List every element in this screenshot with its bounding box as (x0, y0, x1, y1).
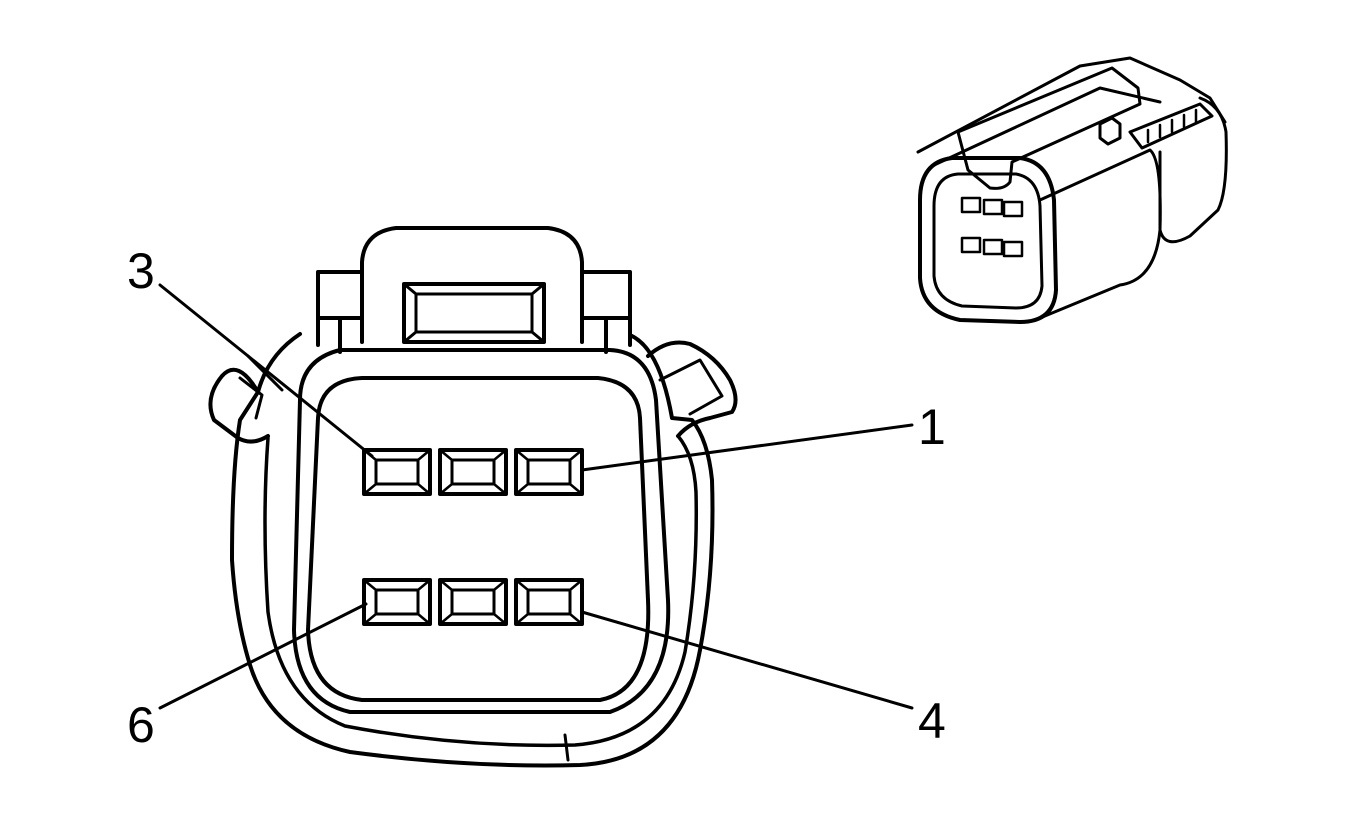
left-guide-post (316, 270, 364, 354)
pin-label-4: 4 (918, 693, 946, 749)
cavity-5 (438, 578, 508, 626)
connector-isometric-view (916, 56, 1228, 324)
leader-line-pin-3 (158, 283, 374, 458)
connector-face-view: 3 1 6 4 (127, 226, 946, 768)
inset-right-side (1158, 96, 1228, 244)
inset-cavity (960, 196, 982, 214)
latch-window-bevel (530, 330, 546, 344)
leader-line-pin-1 (580, 423, 914, 472)
inset-front-face-outer (918, 156, 1058, 324)
connector-inner-face (306, 376, 651, 702)
inset-cavity (960, 236, 982, 254)
inset-cavity (982, 198, 1004, 216)
inset-body-top (916, 56, 1227, 154)
inset-ridge-ribs (1146, 108, 1198, 144)
top-latch-tab (360, 226, 584, 344)
connector-inner-seal (292, 348, 671, 714)
inset-cavity (1002, 240, 1024, 258)
inset-cavity-row-bottom (960, 236, 1024, 258)
cavity-row-bottom (362, 578, 584, 626)
connector-outer-shell (230, 332, 715, 768)
right-guide-post (580, 270, 632, 354)
inset-cavity (1002, 200, 1024, 218)
inset-top-latch (956, 66, 1142, 190)
cavity-4 (514, 578, 584, 626)
latch-lock-window-inner (414, 292, 534, 334)
cavity-1 (514, 448, 584, 496)
inset-cavity-row-top (960, 196, 1024, 218)
latch-window-bevel (530, 282, 546, 296)
right-latch-ear (646, 340, 738, 438)
cavity-3 (362, 448, 432, 496)
inset-cavity (982, 238, 1004, 256)
latch-window-bevel (402, 282, 418, 296)
pin-label-6: 6 (127, 697, 155, 753)
left-latch-ear (208, 367, 270, 444)
inset-front-face-inner (932, 172, 1044, 310)
cavity-2 (438, 448, 508, 496)
inset-latch-button (1098, 116, 1122, 146)
pin-label-1: 1 (918, 399, 946, 455)
shell-seam (563, 733, 570, 762)
leader-line-pin-4 (580, 610, 914, 710)
cavity-6 (362, 578, 432, 626)
connector-shell-contour (263, 434, 699, 748)
pin-label-3: 3 (127, 243, 155, 299)
inset-right-ridge (1128, 102, 1214, 150)
cavity-row-top (362, 448, 584, 496)
inset-body-side (1038, 148, 1162, 320)
latch-lock-window (402, 282, 546, 344)
right-latch-ear-detail (658, 358, 724, 416)
latch-window-bevel (402, 330, 418, 344)
leader-line-pin-6 (158, 602, 368, 710)
